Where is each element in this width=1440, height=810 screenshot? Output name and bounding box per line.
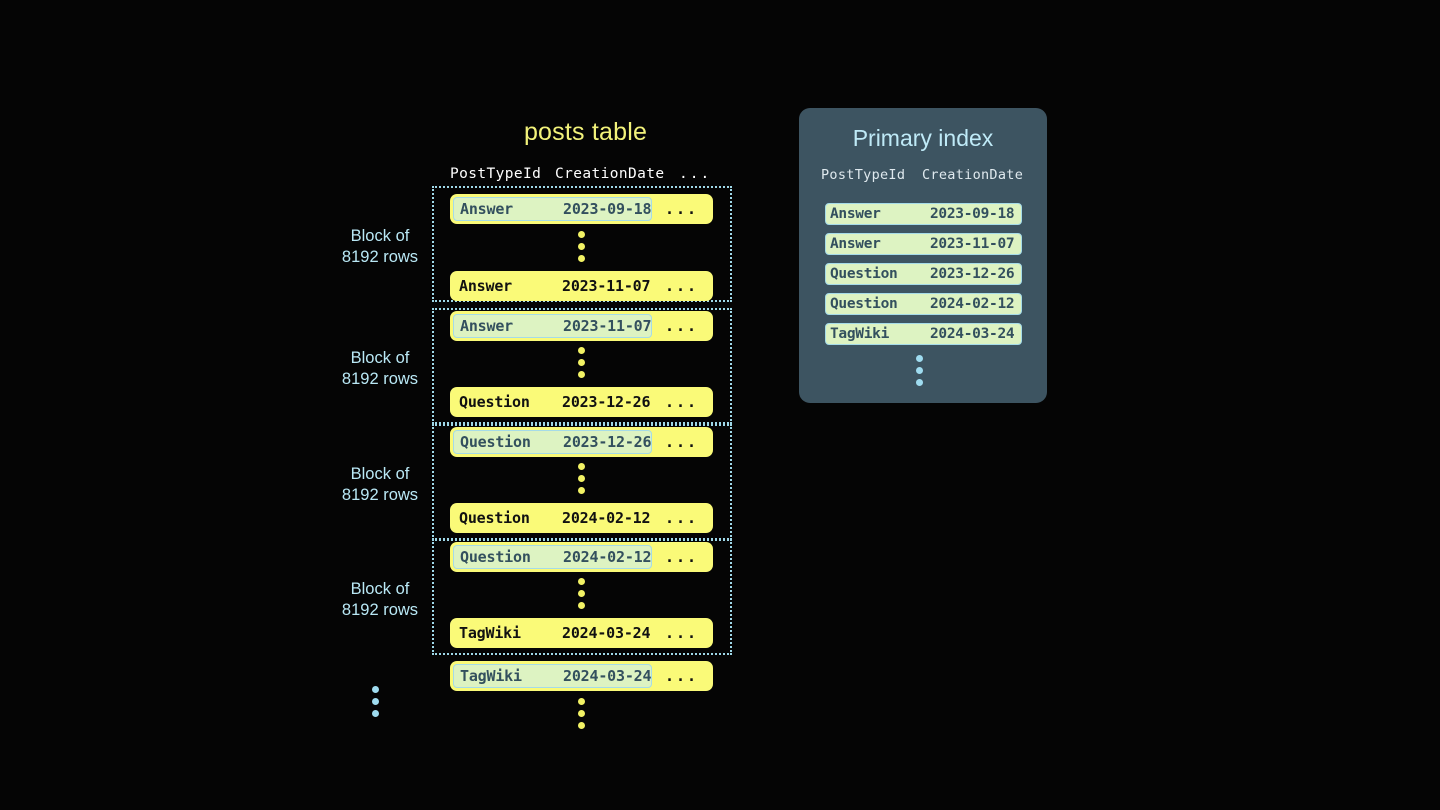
index-row: Question 2023-12-26: [825, 263, 1022, 285]
cell-posttypeid: Question: [830, 296, 898, 312]
vertical-ellipsis-icon: [578, 347, 585, 378]
cell-posttypeid: Question: [459, 509, 530, 527]
index-column-header-posttypeid: PostTypeId: [821, 167, 906, 183]
cell-posttypeid: Answer: [830, 206, 881, 222]
table-row: Question 2024-02-12 ...: [450, 542, 713, 572]
cell-posttypeid: Question: [459, 393, 530, 411]
row-cells: TagWiki 2024-03-24: [450, 618, 651, 648]
block-1: Block of 8192 rows: [342, 186, 732, 302]
table-row: Answer 2023-11-07 ...: [450, 311, 713, 341]
cell-posttypeid: Answer: [460, 200, 513, 218]
column-header-posttypeid: PostTypeId: [450, 166, 542, 182]
table-row: TagWiki 2024-03-24 ...: [450, 661, 713, 691]
cell-more: ...: [665, 548, 699, 566]
cell-creationdate: 2024-03-24: [930, 326, 1015, 342]
cell-posttypeid: TagWiki: [460, 667, 522, 685]
block-2-label: Block of 8192 rows: [341, 349, 419, 388]
cell-creationdate: 2023-12-26: [930, 266, 1015, 282]
cell-more: ...: [665, 200, 699, 218]
cell-posttypeid: TagWiki: [459, 624, 521, 642]
row-cells: Question 2024-02-12: [450, 503, 651, 533]
index-row: Question 2024-02-12: [825, 293, 1022, 315]
cell-creationdate: 2023-12-26: [562, 393, 651, 411]
cell-more: ...: [665, 433, 699, 451]
table-row: Question 2023-12-26 ...: [450, 427, 713, 457]
table-row: Answer 2023-09-18 ...: [450, 194, 713, 224]
index-row: Answer 2023-11-07: [825, 233, 1022, 255]
column-header-more: ...: [679, 166, 712, 182]
row-highlight-cell: Question 2023-12-26: [453, 430, 653, 454]
vertical-ellipsis-icon: [578, 578, 585, 609]
block-3-label: Block of 8192 rows: [341, 465, 419, 504]
cell-posttypeid: TagWiki: [830, 326, 890, 342]
cell-posttypeid: Answer: [830, 236, 881, 252]
index-row: Answer 2023-09-18: [825, 203, 1022, 225]
vertical-ellipsis-icon: [578, 698, 585, 729]
cell-creationdate: 2024-02-12: [563, 548, 652, 566]
cell-creationdate: 2023-11-07: [562, 277, 651, 295]
row-cells: Answer 2023-11-07: [450, 271, 651, 301]
cell-posttypeid: Question: [830, 266, 898, 282]
row-highlight-cell: TagWiki 2024-03-24: [453, 664, 653, 688]
cell-creationdate: 2023-11-07: [930, 236, 1015, 252]
cell-posttypeid: Question: [460, 433, 531, 451]
cell-more: ...: [665, 509, 699, 527]
cell-creationdate: 2024-03-24: [563, 667, 652, 685]
cell-creationdate: 2023-11-07: [563, 317, 652, 335]
table-row: Question 2024-02-12 ...: [450, 503, 713, 533]
block-1-label: Block of 8192 rows: [341, 227, 419, 266]
row-highlight-cell: Question 2024-02-12: [453, 545, 653, 569]
block-4-label: Block of 8192 rows: [341, 580, 419, 619]
cell-posttypeid: Question: [460, 548, 531, 566]
row-cells: Question 2023-12-26: [450, 387, 651, 417]
index-column-header-creationdate: CreationDate: [922, 167, 1024, 183]
cell-creationdate: 2024-02-12: [562, 509, 651, 527]
cell-creationdate: 2023-12-26: [563, 433, 652, 451]
vertical-ellipsis-icon: [916, 355, 923, 386]
cell-posttypeid: Answer: [460, 317, 513, 335]
posts-table-diagram: posts table PostTypeId CreationDate ... …: [330, 118, 740, 758]
cell-more: ...: [665, 667, 699, 685]
cell-more: ...: [665, 277, 699, 295]
cell-posttypeid: Answer: [459, 277, 512, 295]
table-row: TagWiki 2024-03-24 ...: [450, 618, 713, 648]
row-highlight-cell: Answer 2023-09-18: [453, 197, 653, 221]
index-row: TagWiki 2024-03-24: [825, 323, 1022, 345]
cell-more: ...: [665, 317, 699, 335]
vertical-ellipsis-icon: [578, 463, 585, 494]
cell-more: ...: [665, 624, 699, 642]
block-4: Block of 8192 rows: [342, 539, 732, 655]
cell-more: ...: [665, 393, 699, 411]
primary-index-title: Primary index: [852, 125, 994, 151]
block-2: Block of 8192 rows: [342, 308, 732, 424]
row-highlight-cell: Answer 2023-11-07: [453, 314, 653, 338]
cell-creationdate: 2023-09-18: [563, 200, 652, 218]
cell-creationdate: 2024-03-24: [562, 624, 651, 642]
column-header-creationdate: CreationDate: [555, 166, 665, 182]
vertical-ellipsis-icon: [372, 686, 379, 717]
table-row: Answer 2023-11-07 ...: [450, 271, 713, 301]
vertical-ellipsis-icon: [578, 231, 585, 262]
table-row: Question 2023-12-26 ...: [450, 387, 713, 417]
posts-table-title: posts table: [523, 118, 648, 146]
cell-creationdate: 2023-09-18: [930, 206, 1015, 222]
cell-creationdate: 2024-02-12: [930, 296, 1015, 312]
primary-index-panel: Primary index PostTypeId CreationDate An…: [799, 108, 1047, 403]
